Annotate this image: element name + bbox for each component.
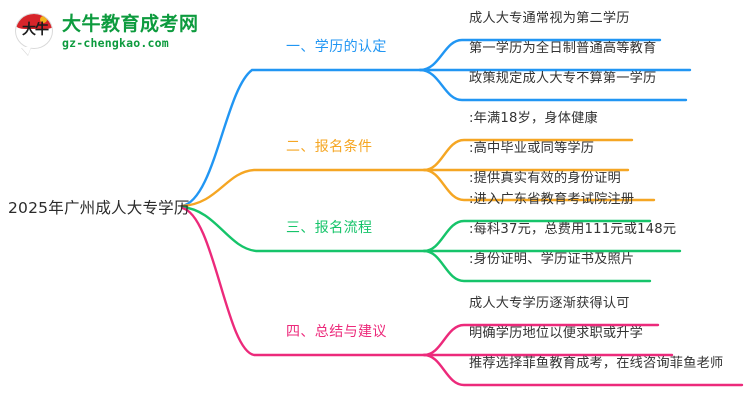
logo-bubble-shape: 大牛 <box>15 13 53 49</box>
leaf-node-1-1[interactable]: 成人大专通常视为第二学历 <box>469 11 630 26</box>
mindmap-root-node[interactable]: 2025年广州成人大专学历 <box>8 199 190 217</box>
link-branch-3-leaf-3 <box>422 249 652 283</box>
link-branch-2-leaf-3 <box>422 168 656 202</box>
leaf-node-1-2[interactable]: 第一学历为全日制普通高等教育 <box>469 41 657 56</box>
site-logo: 大牛 大牛教育成考网 gz-chengkao.com <box>14 8 214 56</box>
link-root-branch-1 <box>180 68 422 208</box>
logo-domain: gz-chengkao.com <box>62 35 169 50</box>
leaf-node-2-3[interactable]: :提供真实有效的身份证明 <box>469 171 621 186</box>
logo-mark-glyph: 大牛 <box>22 22 49 38</box>
leaf-node-3-2[interactable]: :每科37元，总费用111元或148元 <box>469 222 677 237</box>
leaf-node-3-3[interactable]: :身份证明、学历证书及照片 <box>469 252 635 267</box>
logo-text-block: 大牛教育成考网 gz-chengkao.com <box>62 12 199 50</box>
link-root-branch-4 <box>180 206 426 357</box>
logo-title: 大牛教育成考网 <box>62 12 199 35</box>
logo-bubble-tail <box>21 47 31 55</box>
branch-node-1[interactable]: 一、学历的认定 <box>286 39 387 55</box>
leaf-node-1-3[interactable]: 政策规定成人大专不算第一学历 <box>469 71 657 86</box>
logo-cap-shape <box>16 14 52 29</box>
leaf-node-2-1[interactable]: :年满18岁，身体健康 <box>469 111 598 126</box>
leaf-node-4-3[interactable]: 推荐选择菲鱼教育成考，在线咨询菲鱼老师 <box>469 356 724 371</box>
link-root-branch-2 <box>180 168 426 208</box>
leaf-node-4-1[interactable]: 成人大专学历逐渐获得认可 <box>469 296 630 311</box>
link-root-branch-3 <box>180 205 426 253</box>
leaf-node-2-2[interactable]: :高中毕业或同等学历 <box>469 141 595 156</box>
logo-mark-icon: 大牛 <box>14 12 56 55</box>
leaf-node-3-1[interactable]: :进入广东省教育考试院注册 <box>469 192 635 207</box>
link-branch-1-leaf-3 <box>418 68 688 102</box>
branch-node-2[interactable]: 二、报名条件 <box>286 139 373 155</box>
link-branch-4-leaf-3 <box>422 353 744 387</box>
branch-node-3[interactable]: 三、报名流程 <box>286 220 373 236</box>
branch-node-4[interactable]: 四、总结与建议 <box>286 324 387 340</box>
leaf-node-4-2[interactable]: 明确学历地位以便求职或升学 <box>469 326 644 341</box>
